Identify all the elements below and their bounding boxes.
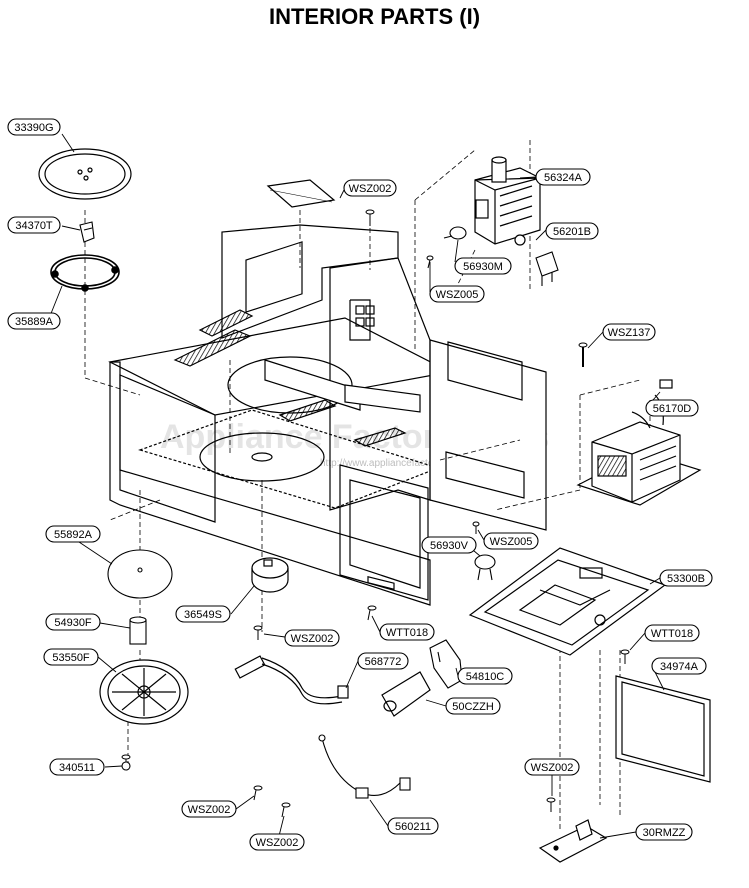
callout-WTT018-right: WTT018: [644, 624, 700, 642]
thermal-cutout-part: [443, 226, 467, 240]
callout-53300B: 53300B: [659, 569, 713, 587]
glass-tray-part: [38, 148, 132, 200]
wire-harness-part: [234, 655, 349, 705]
callout-54810C: 54810C: [457, 667, 513, 685]
mounting-bracket-part: [538, 819, 608, 863]
watermark-url: http://www.appliancefactoryparts.com: [320, 458, 486, 469]
callout-560211: 560211: [387, 817, 439, 835]
svg-text:34370T: 34370T: [15, 220, 53, 232]
cover-panel-part: [615, 675, 711, 783]
callout-56930V: 56930V: [421, 536, 477, 554]
svg-text:560211: 560211: [395, 821, 431, 833]
ceiling-cover-plate: [266, 179, 336, 208]
callout-34974A: 34974A: [651, 657, 707, 675]
callout-568772: 568772: [357, 652, 409, 670]
callout-56170D: 56170D: [645, 399, 699, 417]
base-plate-part: [468, 547, 667, 656]
screw-icons: [121, 209, 630, 818]
svg-text:50CZZH: 50CZZH: [452, 701, 494, 713]
motor-part: [251, 557, 289, 593]
callout-30RMZZ: 30RMZZ: [635, 823, 693, 841]
svg-text:56930M: 56930M: [463, 261, 503, 273]
svg-text:340511: 340511: [59, 762, 95, 774]
callout-50CZZH: 50CZZH: [445, 697, 501, 715]
page-title: INTERIOR PARTS (I): [268, 4, 481, 29]
callout-WSZ005-mid: WSZ005: [483, 532, 539, 550]
svg-text:33390G: 33390G: [14, 122, 53, 134]
callout-55892A: 55892A: [45, 525, 101, 543]
callout-WSZ002-top: WSZ002: [343, 179, 397, 197]
svg-text:WSZ002: WSZ002: [256, 837, 299, 849]
svg-text:568772: 568772: [365, 656, 402, 668]
svg-text:WTT018: WTT018: [386, 627, 428, 639]
switch-part: [474, 554, 496, 581]
wire-lead-part: [318, 734, 411, 799]
callout-340511: 340511: [49, 758, 105, 776]
diode-part: [535, 251, 559, 286]
callout-56930M: 56930M: [454, 257, 512, 275]
callout-54930F: 54930F: [45, 613, 101, 631]
svg-text:WSZ002: WSZ002: [188, 804, 231, 816]
washer-part: [121, 761, 131, 771]
turntable-support-part: [99, 659, 189, 725]
svg-text:WSZ137: WSZ137: [608, 327, 651, 339]
bracket-part: [429, 639, 463, 689]
callout-56324A: 56324A: [535, 168, 591, 186]
callout-WTT018-mid: WTT018: [379, 623, 435, 641]
shaft-part: [129, 616, 147, 645]
callout-WSZ002-mid: WSZ002: [284, 629, 340, 647]
callout-35889A: 35889A: [7, 312, 61, 330]
part-callouts: 33390G 34370T 35889A WSZ002 56324A 56201…: [7, 118, 713, 851]
svg-text:54810C: 54810C: [466, 671, 505, 683]
callout-WSZ005-top: WSZ005: [429, 285, 485, 303]
magnetron-part: [474, 156, 541, 246]
svg-text:56201B: 56201B: [553, 226, 591, 238]
svg-text:WSZ005: WSZ005: [490, 536, 533, 548]
svg-text:53550F: 53550F: [52, 652, 90, 664]
callout-36549S: 36549S: [175, 605, 231, 623]
coupler-part: [79, 221, 95, 243]
svg-text:54930F: 54930F: [54, 617, 92, 629]
callout-WSZ002-bottom-left: WSZ002: [181, 800, 237, 818]
svg-text:WSZ002: WSZ002: [349, 183, 392, 195]
callout-WSZ137: WSZ137: [602, 323, 656, 341]
svg-text:56324A: 56324A: [544, 172, 583, 184]
roller-ring-part: [50, 254, 120, 292]
callout-53550F: 53550F: [43, 648, 99, 666]
svg-text:WSZ002: WSZ002: [291, 633, 334, 645]
callout-33390G: 33390G: [7, 118, 61, 136]
svg-text:36549S: 36549S: [184, 609, 222, 621]
svg-text:WSZ002: WSZ002: [531, 762, 574, 774]
cabinet-body: [108, 224, 547, 606]
svg-text:35889A: 35889A: [15, 316, 54, 328]
stirrer-blade-part: [107, 549, 173, 599]
callout-WSZ002-bottom-right: WSZ002: [524, 758, 580, 776]
svg-text:30RMZZ: 30RMZZ: [643, 827, 686, 839]
callout-WSZ002-bottom-center: WSZ002: [249, 833, 305, 851]
transformer-part: [576, 379, 702, 506]
callout-56201B: 56201B: [545, 222, 599, 240]
svg-text:56930V: 56930V: [430, 540, 469, 552]
callout-34370T: 34370T: [7, 216, 61, 234]
svg-text:34974A: 34974A: [660, 661, 699, 673]
svg-text:WSZ005: WSZ005: [436, 289, 479, 301]
svg-text:55892A: 55892A: [54, 529, 93, 541]
svg-text:53300B: 53300B: [667, 573, 705, 585]
lamp-assembly-part: [381, 671, 431, 717]
svg-text:WTT018: WTT018: [651, 628, 693, 640]
svg-text:56170D: 56170D: [653, 403, 692, 415]
